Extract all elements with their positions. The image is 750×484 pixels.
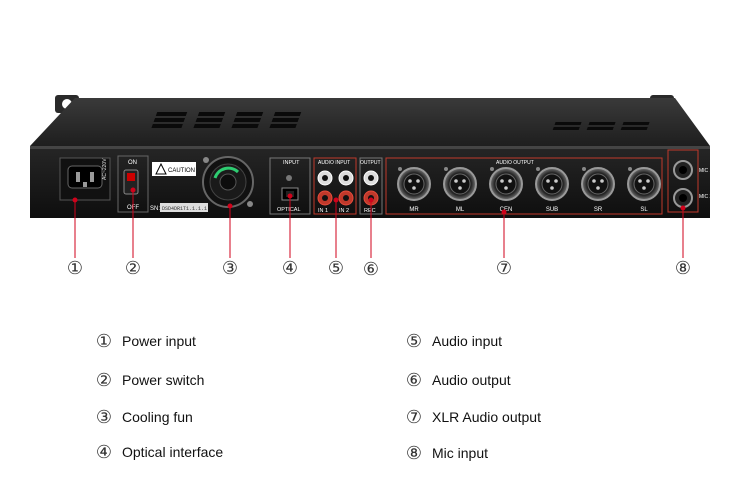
audio-input-label: AUDIO INPUT	[318, 160, 350, 166]
legend-item-optical: ④ Optical interface	[94, 443, 223, 461]
xlr-label: MR	[409, 207, 419, 213]
xlr-output-sl[interactable]: SL	[627, 167, 661, 213]
rca-in2-white[interactable]	[338, 170, 354, 186]
legend-label: Mic input	[432, 445, 489, 461]
sn-label: SN:	[150, 206, 160, 212]
legend-item-audio-output: ⑥ Audio output	[404, 371, 511, 389]
optical-label: OPTICAL	[277, 207, 301, 213]
serial-sticker	[160, 203, 208, 212]
in2-label: IN 2	[339, 208, 349, 214]
caution-sticker: CAUTION	[152, 162, 196, 176]
rec-label: REC	[364, 208, 376, 214]
vent-slots-left	[151, 112, 302, 128]
cooling-fan	[202, 156, 254, 208]
legend-label: Audio output	[432, 372, 511, 388]
rca-in1-red[interactable]	[317, 190, 333, 206]
xlr-label: ML	[456, 207, 465, 213]
serial-number: DSD4DR1T1.1.1.1	[162, 206, 207, 212]
rca-in2-red[interactable]	[338, 190, 354, 206]
legend-label: XLR Audio output	[432, 409, 541, 425]
xlr-output-ml[interactable]: ML	[443, 167, 477, 213]
callout-7: ⑦	[495, 258, 513, 279]
xlr-output-sub[interactable]: SUB	[535, 167, 569, 213]
legend-item-cooling-fan: ③ Cooling fun	[94, 408, 193, 426]
legend-item-power-switch: ② Power switch	[94, 370, 205, 390]
xlr-connector-group: MR ML CEN SUB SR SL	[397, 167, 661, 213]
callout-6: ⑥	[362, 259, 380, 280]
audio-output-frame	[385, 157, 663, 215]
power-inlet[interactable]	[59, 157, 111, 201]
svg-text:CAUTION: CAUTION	[168, 168, 195, 174]
switch-on-label: ON	[128, 160, 137, 166]
xlr-output-sr[interactable]: SR	[581, 167, 615, 213]
legend-label: Power input	[122, 333, 196, 349]
rca-in1-white[interactable]	[317, 170, 333, 186]
callout-4: ④	[281, 258, 299, 279]
callout-2: ②	[124, 258, 142, 279]
legend-item-audio-input: ⑤ Audio input	[404, 332, 502, 350]
rca-rec-white[interactable]	[363, 170, 379, 186]
mic2-jack[interactable]	[673, 188, 693, 208]
chassis-top	[30, 98, 710, 146]
audio-output-label: AUDIO OUTPUT	[496, 160, 534, 166]
legend-label: Optical interface	[122, 444, 224, 460]
callout-3: ③	[221, 258, 239, 279]
legend-number: ⑧	[405, 443, 423, 463]
xlr-label: CEN	[500, 207, 513, 213]
xlr-label: SR	[594, 207, 603, 213]
power-rating-label: AC~220V	[102, 158, 108, 180]
in1-label: IN 1	[318, 208, 328, 214]
legend-label: Cooling fun	[122, 409, 193, 425]
input-label: INPUT	[283, 160, 300, 166]
xlr-output-mr[interactable]: MR	[397, 167, 431, 213]
mic2-label: MIC 2	[699, 194, 713, 200]
legend-number: ⑥	[405, 370, 423, 390]
callout-lines	[72, 187, 686, 258]
legend-label: Power switch	[122, 372, 205, 388]
face-edge-highlight	[30, 146, 710, 149]
xlr-output-cen[interactable]: CEN	[489, 167, 523, 213]
callout-8: ⑧	[674, 258, 692, 279]
mic1-label: MIC 1	[699, 168, 713, 174]
legend-number: ⑦	[405, 407, 423, 427]
audio-input-frame	[313, 157, 357, 215]
legend-label: Audio input	[432, 333, 503, 349]
mic1-jack[interactable]	[673, 160, 693, 180]
screw-icon	[286, 175, 292, 181]
callout-5: ⑤	[327, 258, 345, 279]
vent-slots-right	[552, 122, 650, 130]
output-label: OUTPUT	[360, 160, 381, 166]
callout-1: ①	[66, 258, 84, 279]
legend-number: ③	[95, 407, 113, 427]
legend-number: ②	[95, 370, 113, 390]
legend-item-xlr-output: ⑦ XLR Audio output	[404, 408, 541, 426]
legend-number: ⑤	[405, 331, 423, 351]
legend-item-power-input: ① Power input	[94, 332, 196, 350]
legend-number: ④	[95, 442, 113, 462]
legend-item-mic-input: ⑧ Mic input	[404, 444, 488, 462]
xlr-label: SL	[640, 207, 648, 213]
legend-number: ①	[95, 331, 113, 351]
xlr-label: SUB	[546, 207, 558, 213]
